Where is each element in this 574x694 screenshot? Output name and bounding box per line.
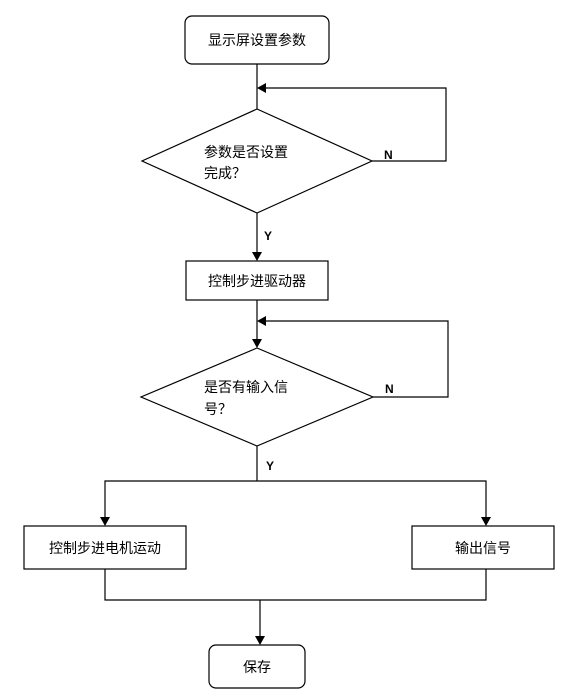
node-output-signal: 输出信号 (411, 525, 555, 570)
edge-decision2-no-loop (266, 320, 449, 398)
arrowhead (481, 517, 491, 526)
decision1-label-line1: 参数是否设置 (204, 144, 288, 161)
node-set-params-label: 显示屏设置参数 (208, 32, 306, 49)
node-control-motor: 控制步进电机运动 (23, 525, 187, 570)
node-control-motor-label: 控制步进电机运动 (49, 541, 161, 557)
arrowhead (100, 517, 110, 526)
node-control-driver-label: 控制步进驱动器 (208, 274, 306, 290)
connectors (100, 64, 491, 645)
node-control-driver: 控制步进驱动器 (185, 260, 329, 301)
node-save-label: 保存 (243, 660, 271, 676)
node-save: 保存 (208, 644, 306, 689)
edge-decision1-no-loop (266, 87, 447, 162)
decision2-yes-label: Y (266, 459, 274, 473)
edge-merge (104, 569, 487, 601)
decision2-label-line2: 号？ (204, 402, 232, 418)
node-set-params: 显示屏设置参数 (184, 15, 330, 65)
arrowhead (257, 316, 266, 326)
node-output-signal-label: 输出信号 (455, 541, 511, 557)
node-decision-params-done: 参数是否设置 完成？ (140, 108, 374, 214)
arrowhead (252, 339, 262, 348)
arrowhead (255, 636, 265, 645)
edge-split (104, 480, 487, 517)
decision2-label-line1: 是否有输入信 (204, 380, 288, 396)
decision1-no-label: N (384, 148, 393, 162)
node-decision-has-input: 是否有输入信 号？ (139, 347, 375, 447)
arrowhead (257, 83, 266, 93)
arrowhead (252, 252, 262, 261)
decision1-label-line2: 完成？ (204, 166, 246, 182)
decision1-yes-label: Y (264, 229, 272, 243)
decision2-no-label: N (385, 382, 394, 396)
